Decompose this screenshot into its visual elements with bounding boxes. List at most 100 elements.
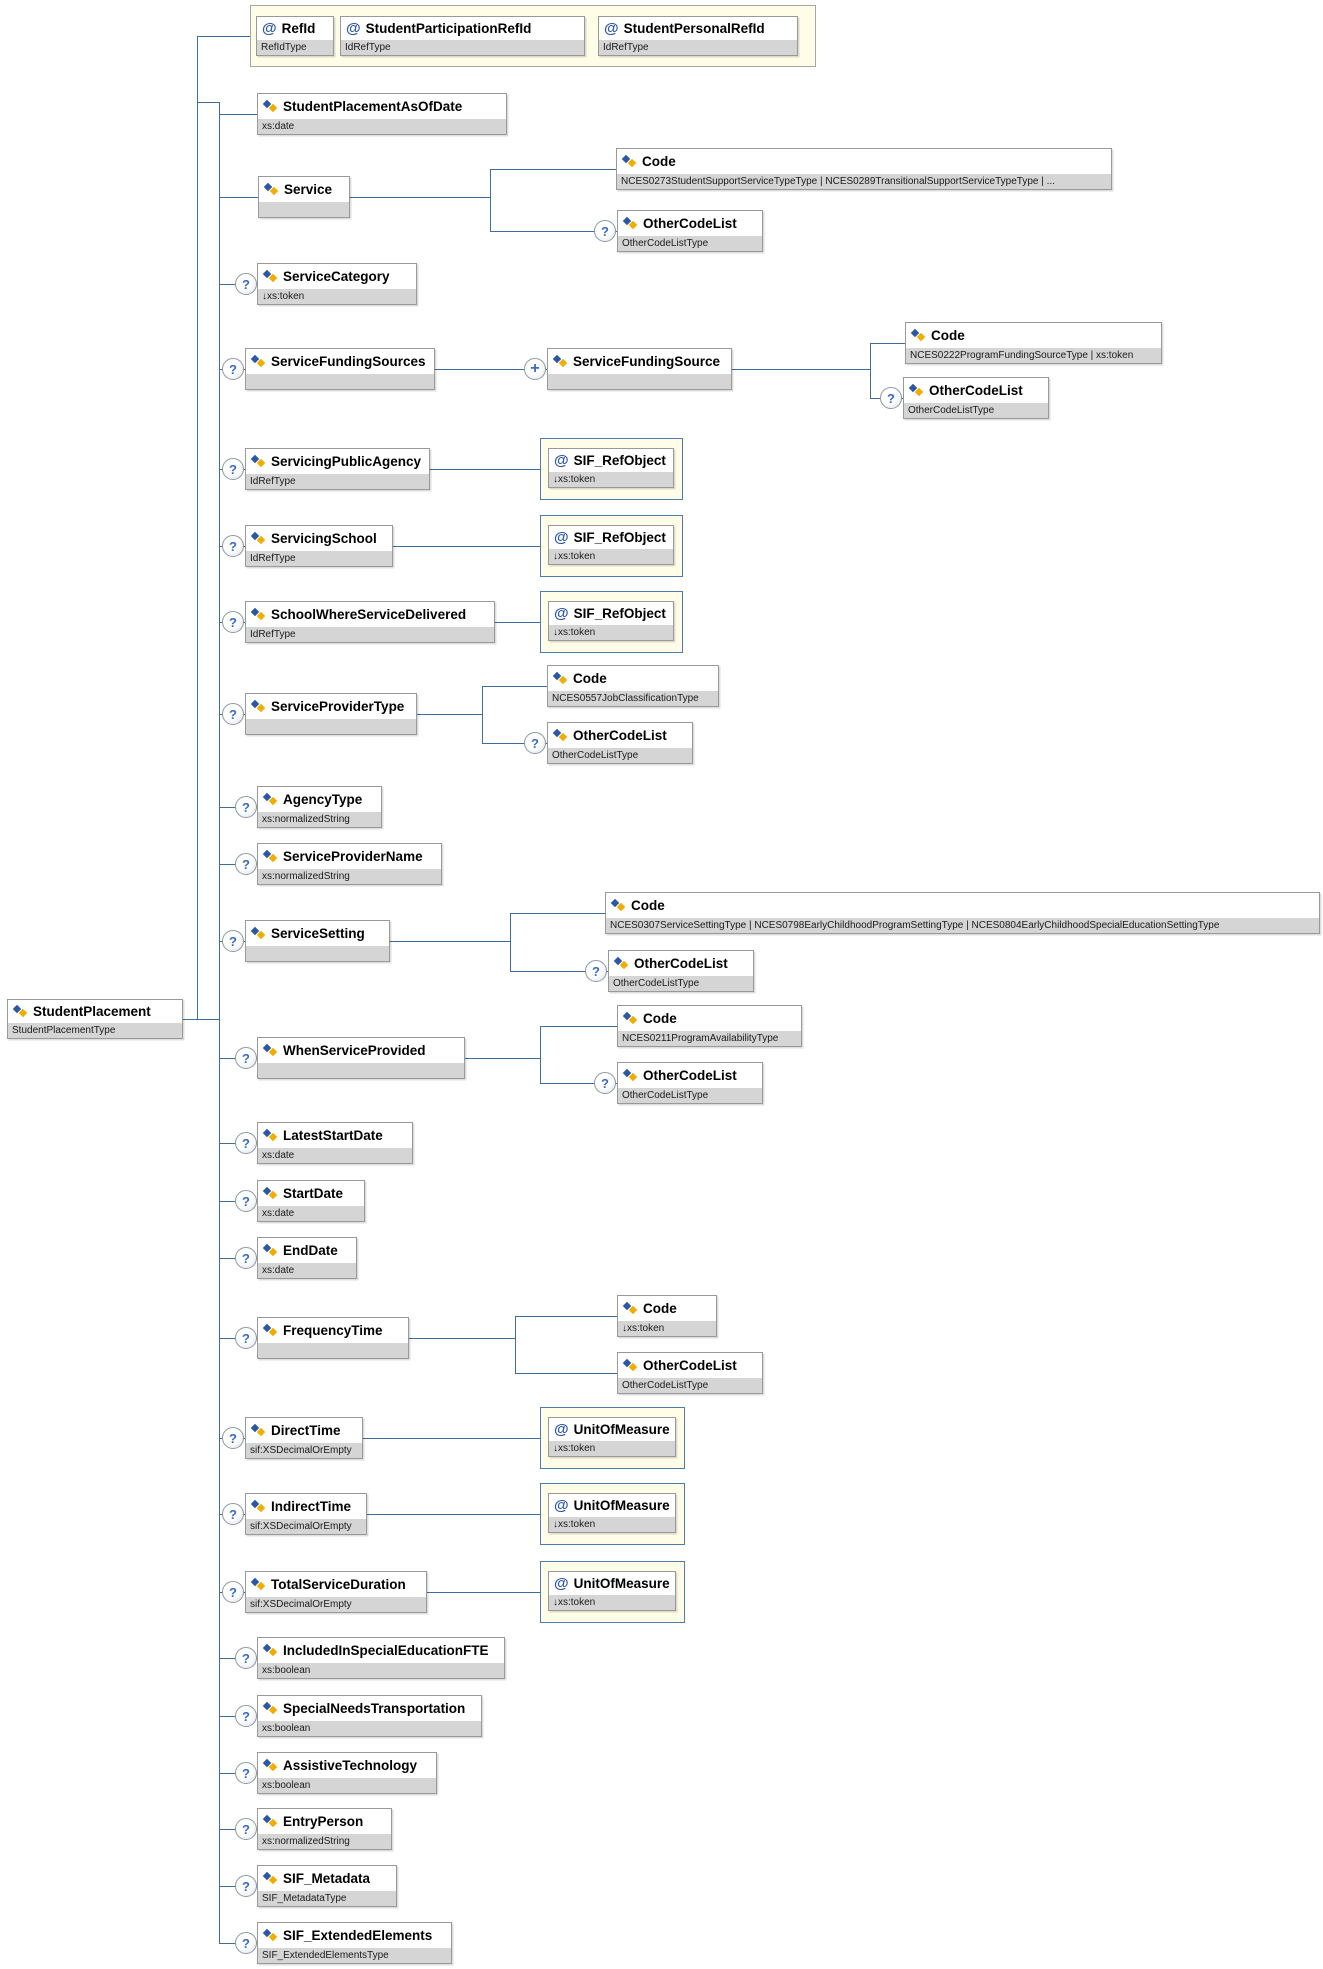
connector-line [515,1373,617,1374]
node-frequency-time[interactable]: FrequencyTime [257,1317,409,1359]
connector-line [540,1026,617,1027]
node-label: OtherCodeList [643,1068,737,1083]
element-icon [623,1359,638,1372]
node-service-funding-source[interactable]: ServiceFundingSource [547,348,732,390]
optional-badge: ? [524,732,546,754]
node-service-setting[interactable]: ServiceSetting [245,920,390,962]
node-type: IdRefType [599,40,797,55]
optional-badge: ? [235,1327,257,1349]
element-icon [614,957,629,970]
optional-badge: ? [235,1818,257,1840]
node-label: ServicingPublicAgency [271,454,422,469]
node-type: NCES0557JobClassificationType [548,691,718,706]
connector-line [510,913,605,914]
node-servicing-school-sif-ref-object[interactable]: @SIF_RefObject↓xs:token [548,525,674,565]
node-label-row: Code [618,1296,716,1321]
node-label: IncludedInSpecialEducationFTE [283,1643,489,1658]
element-icon [251,455,266,468]
node-servicing-public-agency-sif-ref-object[interactable]: @SIF_RefObject↓xs:token [548,448,674,488]
node-label-row: @SIF_RefObject [549,526,673,549]
node-label: ServiceProviderName [283,849,423,864]
connector-line [870,343,871,399]
node-label: SIF_RefObject [573,530,666,545]
node-label-row: StudentPlacementAsOfDate [258,94,506,119]
node-label-row: ServiceFundingSource [548,349,731,374]
node-frequency-time-code[interactable]: Code↓xs:token [617,1295,717,1337]
optional-badge: ? [222,358,244,380]
node-service-funding-sources[interactable]: ServiceFundingSources [245,348,435,390]
element-icon [13,1005,28,1018]
node-label: SpecialNeedsTransportation [283,1701,466,1716]
node-service-category[interactable]: ServiceCategory↓xs:token [257,263,417,305]
connector-line [417,714,482,715]
node-type: OtherCodeListType [904,403,1048,418]
node-when-service-provided[interactable]: WhenServiceProvided [257,1037,465,1079]
optional-badge: ? [235,853,257,875]
node-service[interactable]: Service [258,176,350,218]
node-school-where-service-delivered-sif-ref-object[interactable]: @SIF_RefObject↓xs:token [548,601,674,641]
element-icon [623,217,638,230]
connector-line [363,1438,540,1439]
node-label: UnitOfMeasure [573,1422,670,1437]
optional-badge: ? [235,1647,257,1669]
node-type: NCES0273StudentSupportServiceTypeType | … [617,174,1111,189]
attribute-icon: @ [554,1575,569,1592]
node-service-provider-type[interactable]: ServiceProviderType [245,693,417,735]
node-label: ServiceCategory [283,269,390,284]
element-icon [909,384,924,397]
connector-line [482,686,547,687]
node-label-row: ServiceFundingSources [246,349,434,374]
connector-line [515,1316,617,1317]
element-icon [251,1500,266,1513]
optional-badge: ? [235,1190,257,1212]
node-indirect-time-unit-of-measure[interactable]: @UnitOfMeasure↓xs:token [548,1493,676,1533]
node-label: ServiceSetting [271,926,365,941]
element-icon [263,1244,278,1257]
node-label-row: SpecialNeedsTransportation [258,1696,481,1721]
connector-line [219,114,257,115]
node-type: OtherCodeListType [548,748,692,763]
node-direct-time-unit-of-measure[interactable]: @UnitOfMeasure↓xs:token [548,1417,676,1457]
node-type: IdRefType [246,627,494,642]
node-type: NCES0307ServiceSettingType | NCES0798Ear… [606,918,1319,933]
node-label: StudentPlacementAsOfDate [283,99,463,114]
element-icon [553,672,568,685]
node-type: xs:normalizedString [258,1834,391,1849]
node-type: ↓xs:token [549,625,673,640]
node-total-service-duration-unit-of-measure[interactable]: @UnitOfMeasure↓xs:token [548,1571,676,1611]
element-icon [251,1424,266,1437]
